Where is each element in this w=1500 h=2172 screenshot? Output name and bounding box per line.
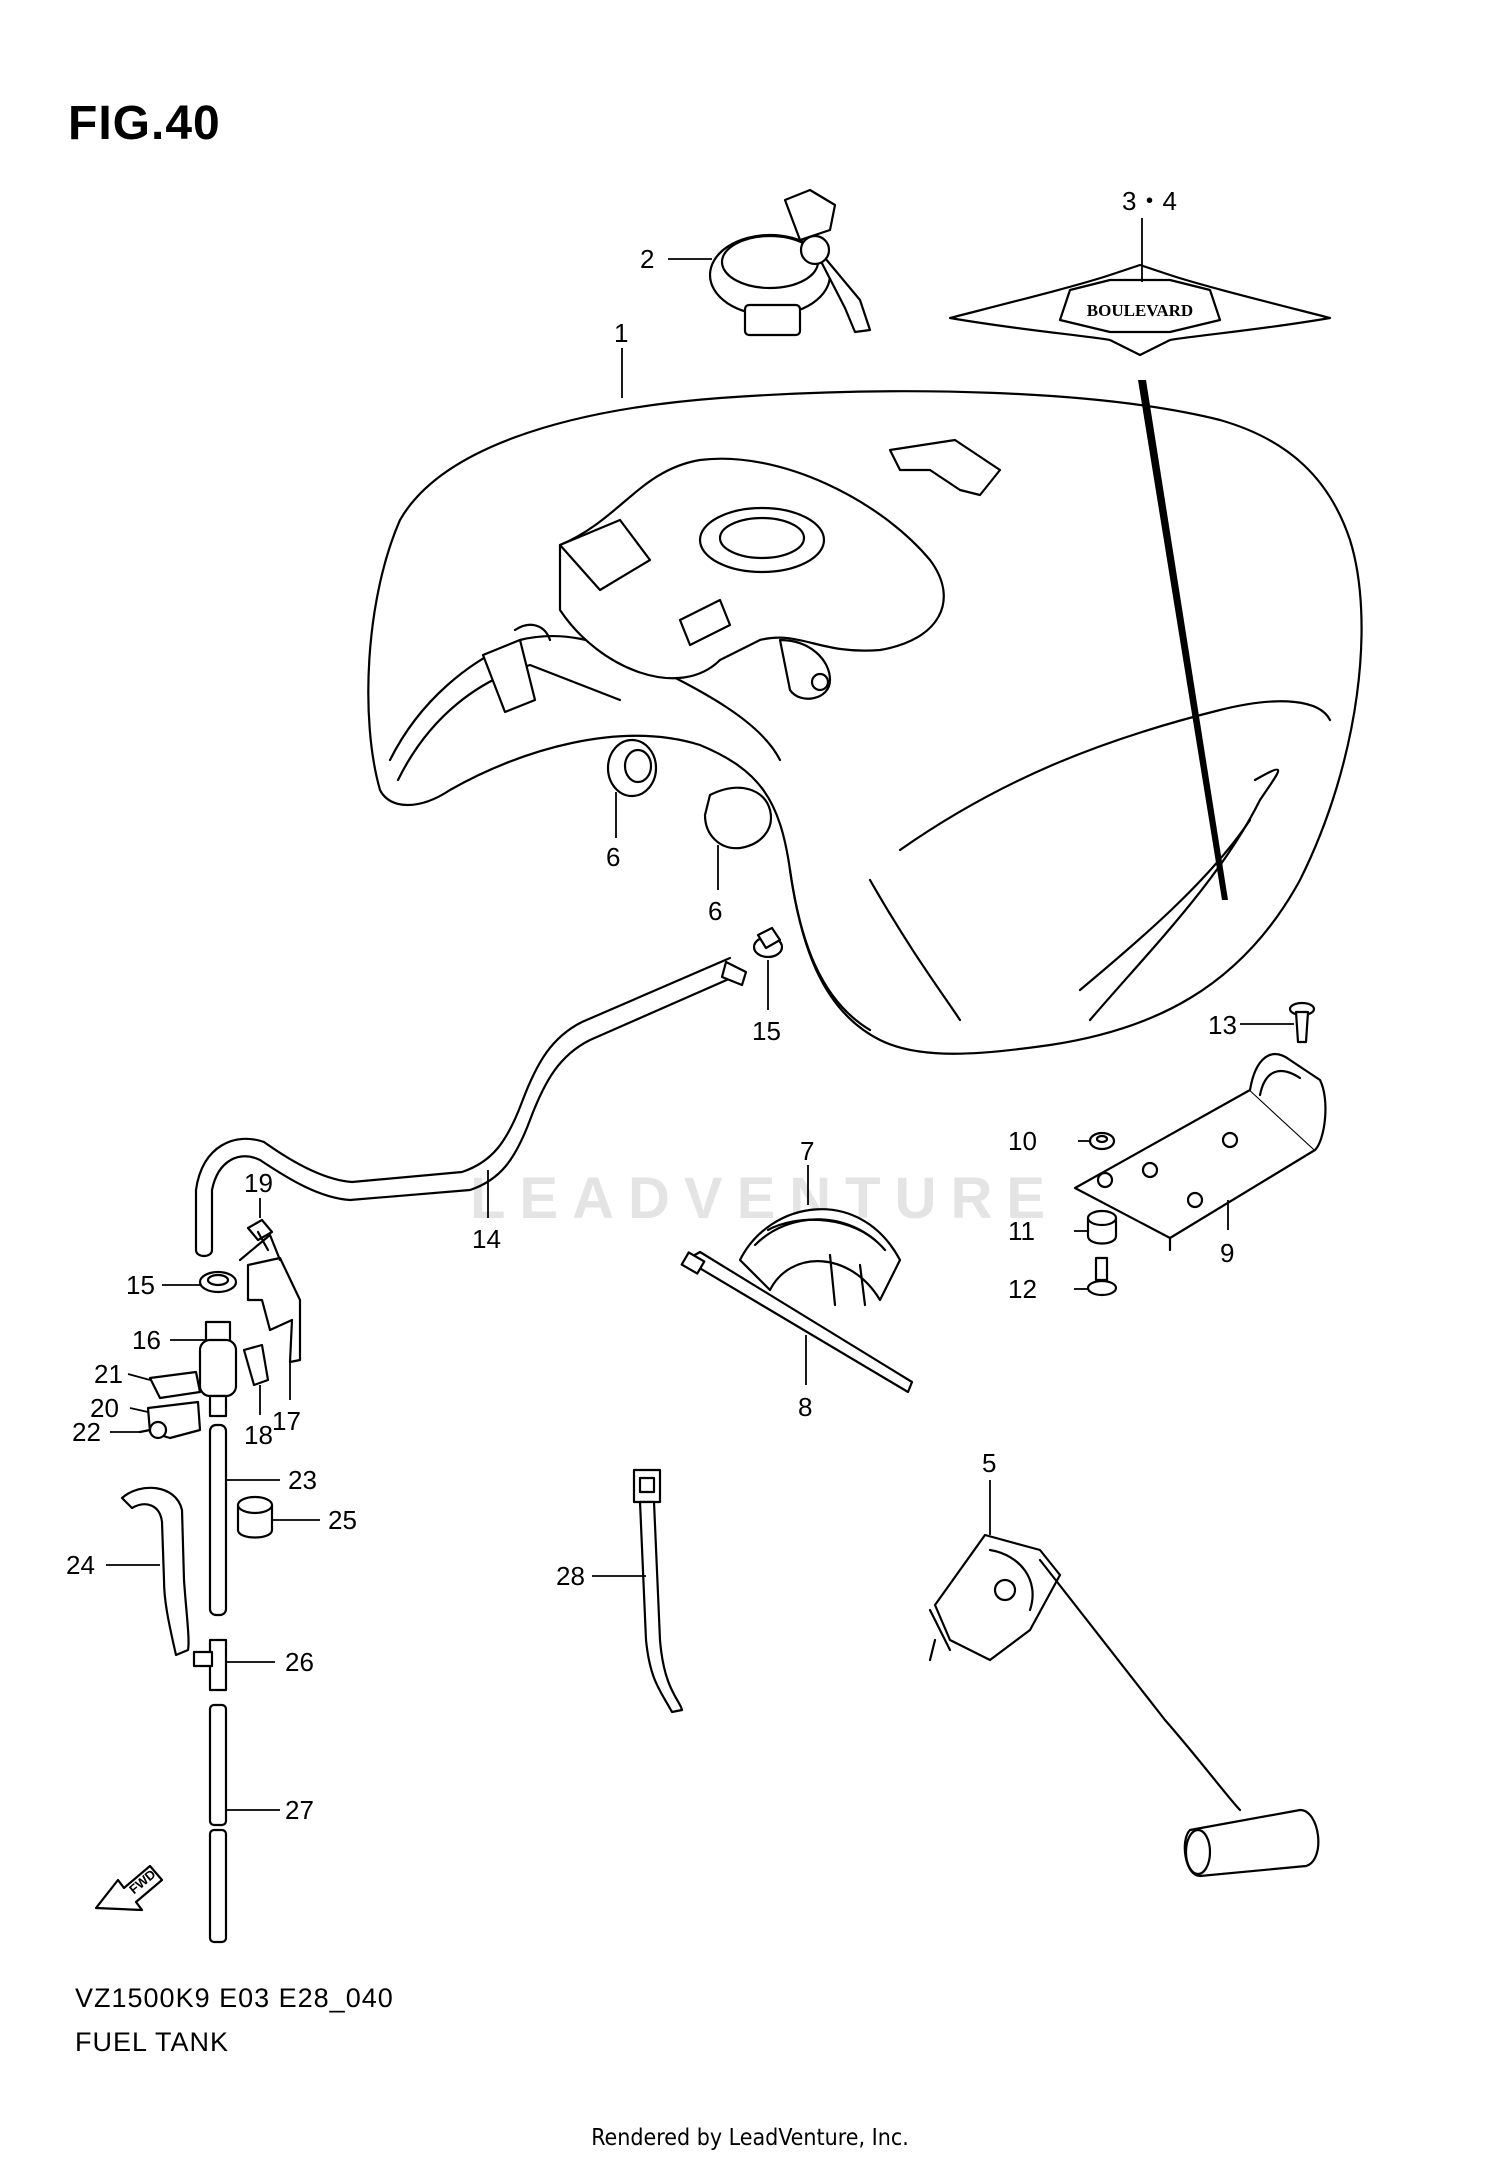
bent-hose-part[interactable]: [120, 1486, 190, 1657]
bracket-hose-part[interactable]: [238, 1233, 302, 1364]
clip-part[interactable]: [242, 1343, 270, 1387]
leader-line: [129, 1407, 149, 1413]
callout-23: 23: [288, 1465, 317, 1495]
callout-14: 14: [472, 1224, 501, 1254]
emblem-text: BOULEVARD: [1087, 301, 1193, 320]
rubber-cushion-part[interactable]: [738, 1208, 902, 1307]
forward-arrow-icon: FWD: [94, 1864, 164, 1912]
washer-part[interactable]: [1088, 1131, 1116, 1151]
callout-7: 7: [800, 1136, 814, 1166]
cap-part[interactable]: [236, 1495, 274, 1539]
callout-1: 1: [614, 318, 628, 348]
callout-17: 17: [272, 1406, 301, 1436]
t-joint-part[interactable]: [192, 1638, 228, 1692]
bolt-part[interactable]: [1086, 1256, 1118, 1297]
screw-small-part[interactable]: [246, 1218, 274, 1252]
callout-6b: 6: [708, 896, 722, 926]
tank-emblem-part[interactable]: BOULEVARD: [948, 263, 1332, 900]
callout-24: 24: [66, 1550, 95, 1580]
callout-3-4: 3・4: [1122, 186, 1177, 216]
callout-9: 9: [1220, 1238, 1234, 1268]
callout-6a: 6: [606, 842, 620, 872]
fuel-cap-part[interactable]: [708, 188, 872, 337]
callout-25: 25: [328, 1505, 357, 1535]
callout-15b: 15: [126, 1270, 155, 1300]
breather-hose-part[interactable]: [194, 956, 748, 1258]
tank-bracket-part[interactable]: [1073, 1053, 1327, 1252]
hose-part[interactable]: [208, 1423, 228, 1617]
screw-part[interactable]: [1288, 1001, 1316, 1044]
drain-hose-part[interactable]: [208, 1703, 228, 1944]
render-credit: Rendered by LeadVenture, Inc.: [591, 2125, 909, 2151]
fuel-filter-part[interactable]: [198, 1320, 238, 1418]
model-code: VZ1500K9 E03 E28_040: [75, 1983, 394, 2013]
watermark: LEADVENTURE: [470, 1166, 1060, 1231]
callout-8: 8: [798, 1392, 812, 1422]
callout-27: 27: [285, 1795, 314, 1825]
figure-title: FIG.40: [68, 97, 221, 150]
callout-28: 28: [556, 1561, 585, 1591]
callout-13: 13: [1208, 1010, 1237, 1040]
grommet-part[interactable]: [1086, 1209, 1118, 1245]
callout-16: 16: [132, 1325, 161, 1355]
band-part[interactable]: [632, 1468, 684, 1714]
cable-tie-part[interactable]: [680, 1250, 914, 1394]
leader-line: [127, 1373, 151, 1381]
cushion-part[interactable]: [606, 738, 773, 850]
small-screw-part[interactable]: [138, 1420, 168, 1440]
section-name: FUEL TANK: [75, 2027, 230, 2057]
callout-12: 12: [1008, 1274, 1037, 1304]
callout-20: 20: [90, 1393, 119, 1423]
callout-18: 18: [244, 1420, 273, 1450]
clamp-part[interactable]: [752, 926, 784, 959]
callout-26: 26: [285, 1647, 314, 1677]
callout-5: 5: [982, 1448, 996, 1478]
callout-2: 2: [640, 244, 654, 274]
callout-19: 19: [244, 1168, 273, 1198]
fuel-level-gauge-part[interactable]: [928, 1533, 1320, 1878]
fuel-tank-part[interactable]: [367, 390, 1363, 1055]
callout-11: 11: [1008, 1216, 1035, 1246]
callout-21: 21: [94, 1359, 123, 1389]
callout-10: 10: [1008, 1126, 1037, 1156]
callout-15a: 15: [752, 1016, 781, 1046]
hose-clamp-part[interactable]: [198, 1270, 238, 1294]
callout-22: 22: [72, 1417, 101, 1447]
